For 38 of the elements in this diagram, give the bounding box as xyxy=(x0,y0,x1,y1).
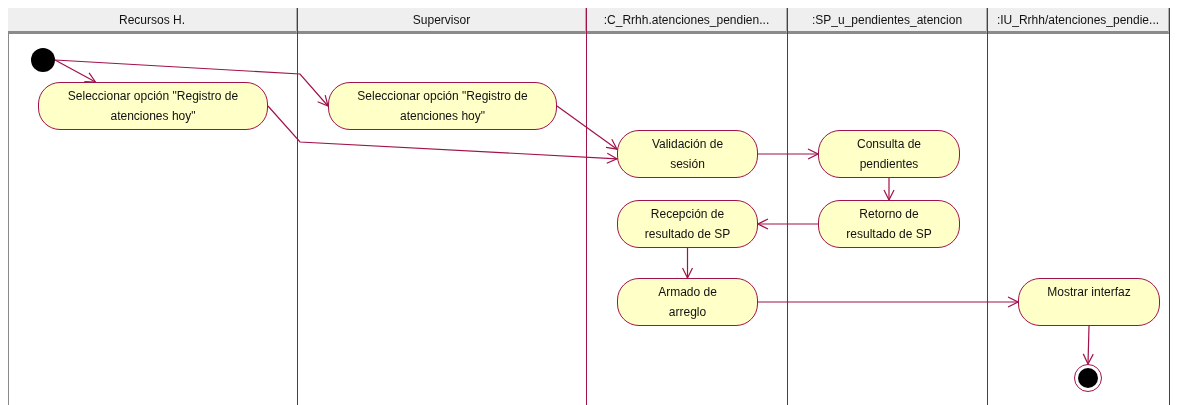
lane-header: Recursos H. xyxy=(8,8,297,34)
flow-arrow xyxy=(757,218,819,230)
activity-label: Recepción de resultado de SP xyxy=(643,206,732,243)
activity-label: Retorno de resultado de SP xyxy=(845,206,933,243)
activity-box xyxy=(818,200,960,248)
activity-label: Seleccionar opción "Registro de atenciones hoy" xyxy=(356,88,529,125)
flow-arrow xyxy=(267,105,618,164)
swimlane xyxy=(298,8,587,405)
lane-header: Supervisor xyxy=(298,8,586,34)
activity-box xyxy=(617,278,758,326)
flow-arrow xyxy=(556,105,618,150)
swimlane xyxy=(988,8,1170,405)
final-node xyxy=(1074,364,1102,392)
activity-label: Armado de arreglo xyxy=(657,284,718,321)
lane-header: :IU_Rrhh/atenciones_pendie... xyxy=(988,8,1169,34)
activity-box xyxy=(617,200,758,248)
activity-label: Seleccionar opción "Registro de atenciones hoy" xyxy=(66,88,240,125)
flow-arrow xyxy=(1082,325,1094,365)
flow-arrow xyxy=(757,148,819,160)
activity-box xyxy=(38,82,268,130)
flow-arrow xyxy=(54,59,329,107)
swimlane xyxy=(8,8,298,405)
swimlane xyxy=(587,8,788,405)
lane-header: :C_Rrhh.atenciones_pendien... xyxy=(587,8,787,34)
lane-header: :SP_u_pendientes_atencion xyxy=(788,8,987,34)
swimlane xyxy=(788,8,988,405)
activity-box xyxy=(617,130,758,178)
activity-label: Mostrar interfaz xyxy=(1047,284,1131,301)
activity-box xyxy=(1018,278,1160,326)
flow-arrow xyxy=(883,177,895,201)
flow-arrow xyxy=(54,59,97,83)
flow-arrow xyxy=(757,296,1019,308)
activity-label: Validación de sesión xyxy=(650,136,725,173)
activity-box xyxy=(328,82,557,130)
activity-label: Consulta de pendientes xyxy=(855,136,922,173)
flow-arrow xyxy=(681,247,694,279)
initial-node xyxy=(31,48,55,72)
activity-box xyxy=(818,130,960,178)
